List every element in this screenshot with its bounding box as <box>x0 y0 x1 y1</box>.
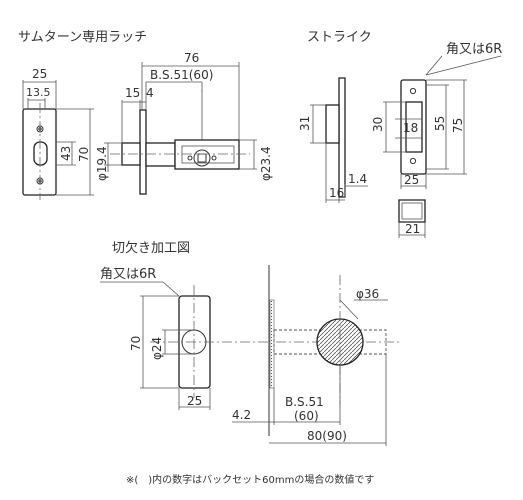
strike-screw-hole-top <box>409 87 417 95</box>
latch-front-dimensions: 25 13.5 43 70 <box>22 67 94 196</box>
dim-21: 21 <box>405 222 420 236</box>
dim-25: 25 <box>32 67 47 81</box>
strike-plate-side <box>338 77 346 198</box>
dim-4: 4 <box>146 86 154 100</box>
dim-18: 18 <box>403 121 418 135</box>
strike-box-inner <box>401 202 423 220</box>
latch-front-view <box>22 103 57 200</box>
strike-side-dimensions: 31 1.4 16 <box>298 104 368 203</box>
cutout-front-dimensions: 角又は6R 70 φ24 25 <box>100 267 211 410</box>
dim-1-4: 1.4 <box>348 172 367 186</box>
strike-side-view <box>325 77 346 198</box>
latch-tube <box>145 142 176 167</box>
dim-phi-23-4: φ23.4 <box>259 146 273 181</box>
cutout-side-dimensions: φ36 4.2 B.S.51 (60) 80(90) <box>232 287 388 446</box>
dim-25: 25 <box>404 173 419 187</box>
dim-80-90: 80(90) <box>307 429 347 443</box>
strike-screw-hole-bottom <box>409 157 417 165</box>
dim-16: 16 <box>329 186 344 200</box>
dim-15: 15 <box>125 86 140 100</box>
dim-phi-36: φ36 <box>356 287 379 301</box>
latch-bolt-opening <box>33 141 48 166</box>
dim-phi-24: φ24 <box>150 337 164 360</box>
dim-43: 43 <box>59 146 73 161</box>
strike-front-dimensions: 角又は6R 30 18 55 75 25 21 <box>371 42 502 238</box>
dim-30: 30 <box>371 117 385 132</box>
faceplate-recess <box>269 299 275 389</box>
latch-face-plate-side <box>139 109 147 195</box>
dim-25: 25 <box>187 394 202 408</box>
latch-title: サムターン専用ラッチ <box>18 30 147 45</box>
strike-title: ストライク <box>307 30 372 45</box>
cutout-title: 切欠き加工図 <box>112 240 190 256</box>
dim-70: 70 <box>129 336 143 351</box>
strike-front-view <box>398 79 427 223</box>
dim-70: 70 <box>77 147 91 162</box>
dim-bs-60: (60) <box>294 409 319 423</box>
cutout-corner-note: 角又は6R <box>100 267 156 282</box>
strike-box-side <box>325 104 340 144</box>
small-pin <box>187 155 193 161</box>
thumbturn-hub <box>193 149 211 167</box>
dim-75: 75 <box>451 118 465 133</box>
latch-side-dimensions: 76 B.S.51(60) 15 4 φ19.4 φ23.4 <box>95 51 273 181</box>
cutout-side-view <box>268 265 387 436</box>
footnote: ※( )内の数字はバックセット60mmの場合の数値です <box>126 473 374 486</box>
dim-4-2: 4.2 <box>232 408 251 422</box>
small-pin <box>211 155 217 161</box>
dim-55: 55 <box>433 116 447 131</box>
dim-phi-19-4: φ19.4 <box>95 146 109 181</box>
latch-side-view <box>110 62 250 195</box>
strike-corner-note: 角又は6R <box>446 42 502 57</box>
dim-13-5: 13.5 <box>26 86 51 99</box>
dim-bs-51-60: B.S.51(60) <box>150 68 213 82</box>
dim-31: 31 <box>298 116 312 131</box>
dim-76: 76 <box>184 51 199 65</box>
dim-bs-51: B.S.51 <box>285 395 324 409</box>
strike-opening <box>405 101 423 153</box>
